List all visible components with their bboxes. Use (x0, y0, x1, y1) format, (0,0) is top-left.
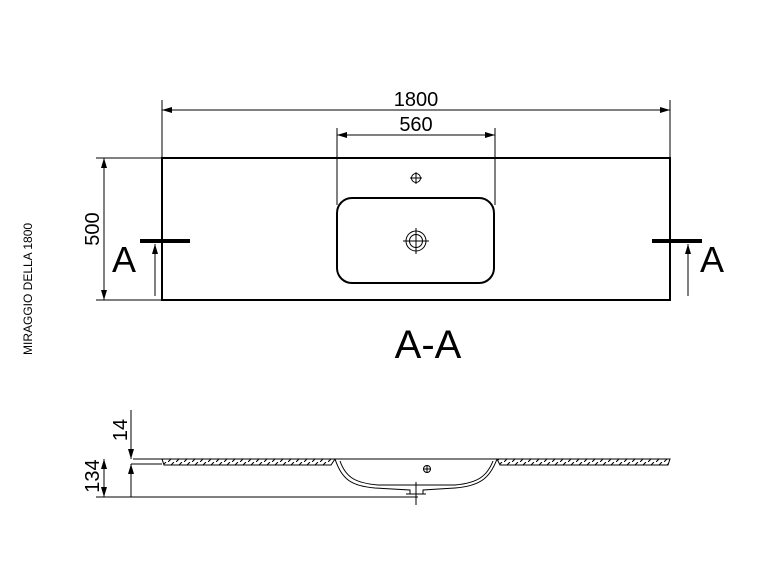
dimension-total-height: 134 (82, 459, 418, 498)
section-title: A-A (395, 323, 462, 367)
basin-width-label: 560 (399, 114, 432, 136)
section-view: 134 14 (82, 410, 671, 505)
dimension-slab-thickness: 14 (110, 410, 162, 497)
slab-section-right (496, 458, 671, 466)
dimension-basin-width: 560 (336, 114, 496, 205)
slab-section-left (161, 458, 336, 466)
overall-width-label: 1800 (394, 89, 439, 111)
slab-thickness-label: 14 (110, 419, 132, 441)
section-marker-right: A (652, 239, 724, 296)
dimension-depth: 500 (82, 157, 162, 301)
depth-label: 500 (82, 212, 104, 245)
section-marker-left: A (112, 239, 190, 296)
total-height-label: 134 (82, 459, 104, 492)
side-label: MIRAGGIO DELLA 1800 (21, 223, 35, 355)
countertop-outline (161, 157, 671, 301)
tap-hole-icon (410, 172, 422, 184)
dimension-overall-width: 1800 (161, 89, 671, 158)
top-view: 1800 560 500 A A (82, 89, 724, 301)
overflow-hole-icon (423, 465, 431, 473)
section-marker-right-label: A (700, 239, 724, 280)
drain-icon (403, 228, 429, 254)
section-marker-left-label: A (112, 239, 136, 280)
basin-outline (336, 197, 495, 284)
